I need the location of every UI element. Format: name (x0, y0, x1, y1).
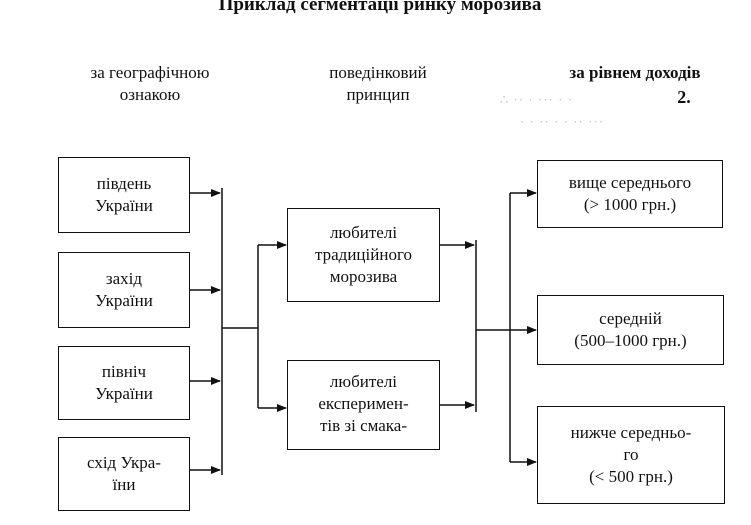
box-below-average-income: нижче середньо- го (< 500 грн.) (537, 406, 725, 504)
box-experiment-lovers: любителі експеримен- тів зі смака- (287, 360, 440, 450)
scan-noise-text: ∴ ·· · ··· · · (500, 92, 574, 107)
column-heading-income: за рівнем доходів (569, 63, 701, 82)
box-traditional-lovers: любителі традиційного морозива (287, 208, 440, 302)
margin-note: 2. (677, 87, 691, 107)
box-south-ukraine: південь України (58, 157, 190, 233)
diagram-title: Приклад сегментації ринку морозива (218, 0, 542, 15)
column-heading-behavioral: поведінковий принцип (329, 63, 427, 104)
box-above-average-income: вище середнього (> 1000 грн.) (537, 160, 723, 228)
box-north-ukraine: північ України (58, 346, 190, 420)
box-east-ukraine: схід Укра- їни (58, 437, 190, 511)
scan-noise-text-2: · · ·· · · ·· ··· (520, 114, 605, 129)
column-heading-geographic: за географічною ознакою (90, 63, 210, 104)
box-average-income: середній (500–1000 грн.) (537, 295, 724, 365)
box-west-ukraine: захід України (58, 252, 190, 328)
